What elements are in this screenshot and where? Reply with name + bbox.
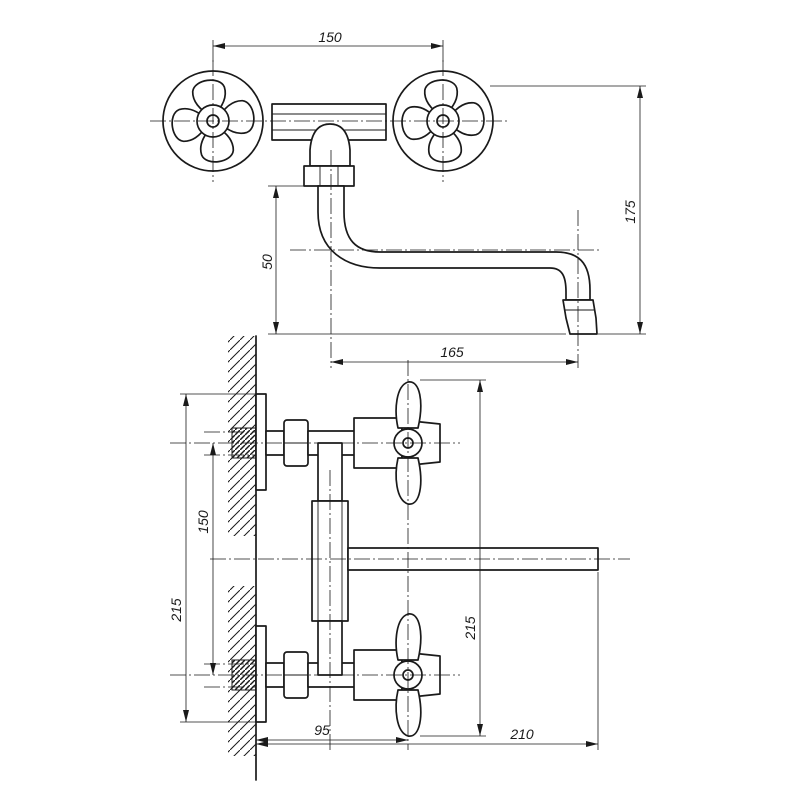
dimension-spout-drop: 50 — [259, 185, 566, 335]
dim-label-spout-reach: 165 — [440, 344, 464, 360]
outlet-neck — [309, 123, 351, 167]
spout — [317, 185, 591, 301]
dim-label-spout-drop: 50 — [259, 254, 275, 270]
upper-wall-plate — [255, 393, 267, 491]
dimension-wall-offset: 95 — [256, 722, 408, 743]
dimension-top-height: 175 — [490, 85, 646, 335]
dimension-side-total-right: 215 — [420, 379, 486, 737]
dim-label-side-total-left: 215 — [168, 598, 184, 623]
dimension-spout-reach: 165 — [331, 344, 578, 365]
dim-label-top-width: 150 — [318, 29, 342, 45]
dim-label-top-height: 175 — [622, 200, 638, 224]
swivel-nut — [303, 165, 355, 187]
spout-tip — [562, 299, 598, 335]
dim-label-side-total-right: 215 — [462, 616, 478, 641]
wall-hatching — [228, 335, 257, 781]
dim-label-side-inner-spacing: 150 — [195, 510, 211, 534]
dim-label-spout-length: 210 — [509, 726, 534, 742]
lower-wall-plate — [255, 625, 267, 723]
dimension-spout-length: 210 — [256, 572, 599, 750]
side-view: 150 215 215 95 — [168, 335, 630, 781]
dimension-top-width: 150 — [212, 29, 444, 62]
upper-riser — [317, 442, 343, 502]
top-view: 150 175 50 165 — [150, 29, 646, 368]
dimension-side-total-left: 215 — [168, 393, 256, 723]
dim-label-wall-offset: 95 — [314, 722, 330, 738]
dimension-side-inner-spacing: 150 — [195, 443, 216, 675]
